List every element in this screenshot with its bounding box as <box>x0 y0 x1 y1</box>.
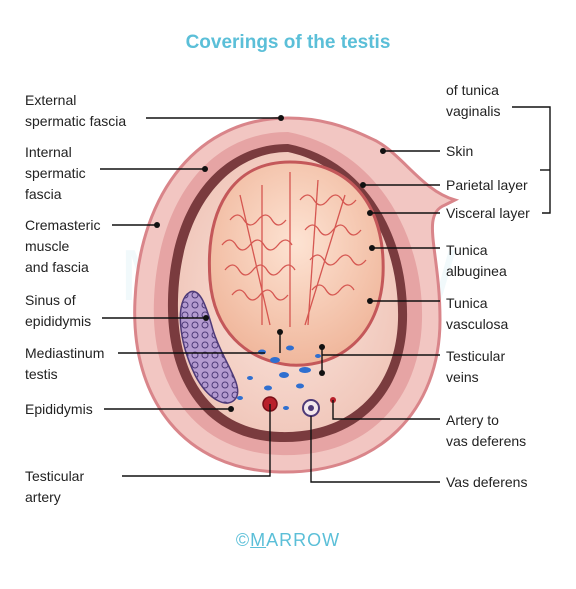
brand-logo: ©MARROW <box>0 530 576 551</box>
label-vas-deferens: Vas deferens <box>446 474 528 490</box>
copyright-symbol: © <box>235 530 251 550</box>
brand-first-letter: M <box>250 530 267 550</box>
label-external-spermatic-fascia: External spermatic fascia <box>25 92 127 129</box>
label-cremasteric-muscle: Cremasteric muscle and fascia <box>25 217 101 275</box>
diagram-title: Coverings of the testis <box>185 32 391 53</box>
label-testicular-veins: Testicular veins <box>446 348 506 385</box>
epididymis-body <box>179 290 239 404</box>
label-tunica-vasculosa: Tunica vasculosa <box>446 295 509 332</box>
mediastinum <box>237 345 321 410</box>
label-parietal-layer: Parietal layer <box>446 177 528 193</box>
label-tunica-albuginea: Tunica albuginea <box>446 242 507 279</box>
label-skin: Skin <box>446 143 474 159</box>
brand-rest: ARROW <box>266 530 341 550</box>
label-artery-to-vas-deferens: Artery to vas deferens <box>446 412 527 449</box>
label-tunica-vaginalis: of tunica vaginalis <box>446 82 501 119</box>
label-epididymis: Epididymis <box>25 401 93 417</box>
leader-lines <box>100 106 551 483</box>
label-visceral-layer: Visceral layer <box>446 205 530 221</box>
label-internal-spermatic-fascia: Internal spermatic fascia <box>25 144 86 202</box>
label-sinus-of-epididymis: Sinus of epididymis <box>25 292 92 329</box>
label-mediastinum-testis: Mediastinum testis <box>25 345 105 382</box>
label-testicular-artery: Testicular artery <box>25 468 85 505</box>
testis <box>207 160 385 367</box>
